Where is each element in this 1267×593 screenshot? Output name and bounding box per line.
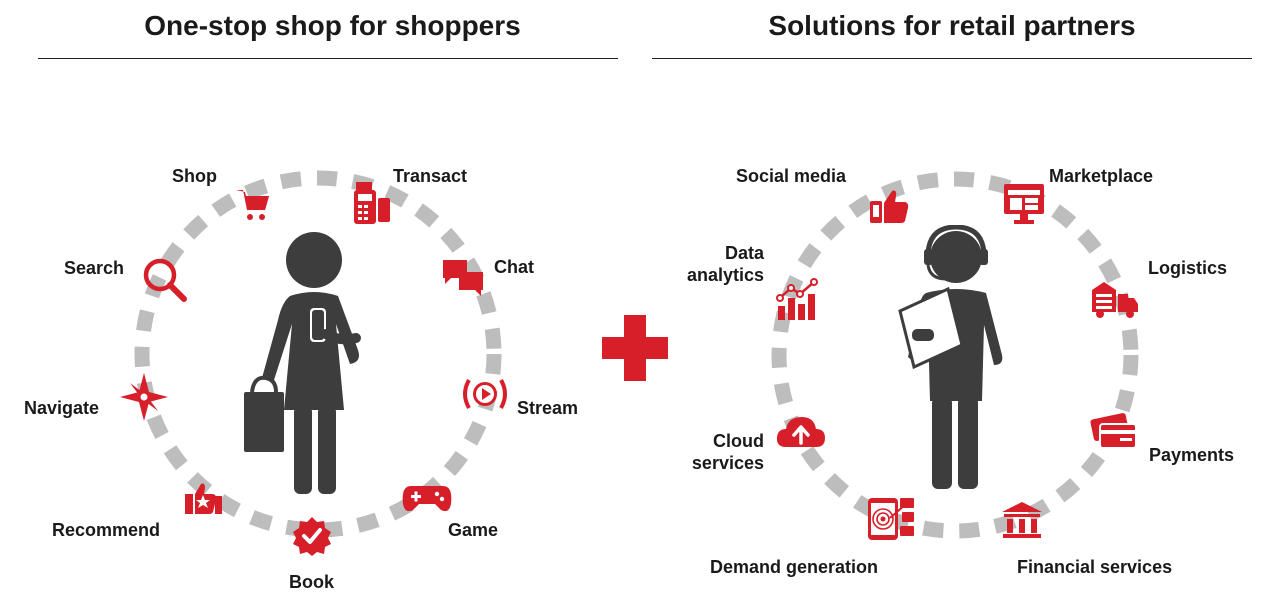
thumbs-up-phone-icon [870, 190, 909, 223]
label-logistics: Logistics [1148, 258, 1228, 278]
label-game: Game [448, 520, 499, 540]
chat-bubbles-icon [443, 260, 483, 296]
storefront-monitor-icon [1004, 184, 1044, 224]
shopper-person-icon [244, 232, 361, 494]
delivery-truck-icon [1092, 282, 1138, 318]
label-cloud-services: Cloud services [691, 431, 764, 473]
cloud-upload-icon [776, 417, 825, 447]
label-stream: Stream [517, 398, 579, 418]
payment-terminal-icon [354, 182, 390, 224]
shopping-cart-icon [236, 190, 269, 220]
magnifier-icon [143, 258, 187, 302]
label-demand-generation: Demand generation [710, 557, 879, 577]
compass-star-icon [120, 373, 168, 421]
label-transact: Transact [393, 166, 468, 186]
agent-headset-person-icon [898, 225, 1003, 489]
label-social-media: Social media [736, 166, 847, 186]
label-recommend: Recommend [52, 520, 161, 540]
label-navigate: Navigate [24, 398, 100, 418]
bank-building-icon [1002, 502, 1042, 538]
label-book: Book [289, 572, 334, 592]
left-divider [38, 58, 618, 59]
label-financial-services: Financial services [1017, 557, 1173, 577]
right-heading: Solutions for retail partners [768, 10, 1136, 41]
label-shop: Shop [172, 166, 217, 186]
plus-icon [602, 315, 668, 381]
play-stream-icon [463, 379, 507, 409]
label-search: Search [64, 258, 125, 278]
label-marketplace: Marketplace [1049, 166, 1154, 186]
right-divider [652, 58, 1252, 59]
label-data-analytics: Data analytics [686, 243, 764, 285]
thumbs-up-star-icon [185, 483, 222, 514]
gamepad-icon [402, 486, 452, 512]
label-payments: Payments [1149, 445, 1235, 465]
credit-cards-icon [1090, 413, 1137, 449]
verified-badge-icon [293, 517, 331, 556]
left-heading: One-stop shop for shoppers [144, 10, 521, 41]
bar-line-chart-icon [776, 278, 818, 320]
target-phone-icon [868, 498, 914, 540]
label-chat: Chat [494, 257, 534, 277]
